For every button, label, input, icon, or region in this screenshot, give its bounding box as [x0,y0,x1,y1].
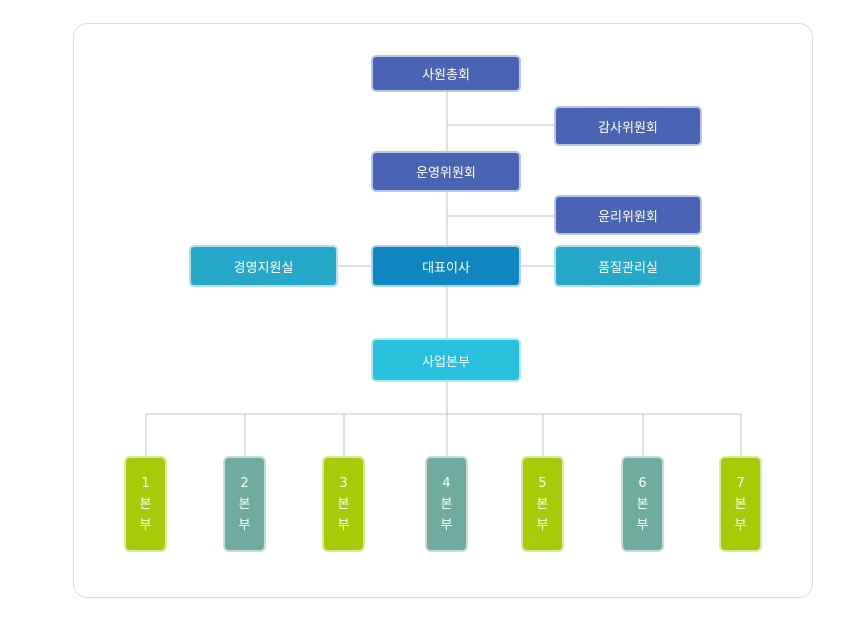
general-meeting-box: 사원총회 [371,55,521,92]
division-7: 7 본 부 [719,456,762,552]
division-number: 4 [442,475,451,491]
management-support-box: 경영지원실 [189,245,338,287]
general-meeting-label: 사원총회 [422,68,470,83]
management-support-label: 경영지원실 [233,260,294,276]
division-char-1: 본 [337,496,350,512]
quality-management-label: 품질관리실 [598,260,658,276]
operating-committee-label: 운영위원회 [416,166,476,181]
division-6: 6 본 부 [621,456,664,552]
division-char-1: 본 [139,496,152,512]
division-char-1: 본 [536,496,549,512]
division-char-2: 부 [337,517,350,533]
division-number: 2 [240,475,249,491]
division-2: 2 본 부 [223,456,266,552]
division-number: 6 [638,475,647,491]
ceo-box: 대표이사 [371,245,521,287]
division-char-2: 부 [536,517,549,533]
business-division-box: 사업본부 [371,338,521,382]
division-1: 1 본 부 [124,456,167,552]
ceo-label: 대표이사 [422,260,470,276]
ethics-committee-box: 윤리위원회 [554,195,702,235]
division-char-1: 본 [238,496,251,512]
division-char-2: 부 [636,517,649,533]
division-char-1: 본 [636,496,649,512]
division-3: 3 본 부 [322,456,365,552]
division-char-2: 부 [734,517,747,533]
division-char-2: 부 [440,517,453,533]
division-char-1: 본 [440,496,453,512]
ethics-committee-label: 윤리위원회 [598,209,658,225]
division-char-1: 본 [734,496,747,512]
audit-committee-label: 감사위원회 [598,120,658,136]
quality-management-box: 품질관리실 [554,245,702,287]
division-4: 4 본 부 [425,456,468,552]
division-5: 5 본 부 [521,456,564,552]
division-char-2: 부 [238,517,251,533]
division-number: 5 [538,475,547,491]
division-number: 3 [339,475,348,491]
operating-committee-box: 운영위원회 [371,151,521,192]
division-number: 7 [736,475,745,491]
division-number: 1 [141,475,150,491]
division-char-2: 부 [139,517,152,533]
audit-committee-box: 감사위원회 [554,106,702,146]
business-division-label: 사업본부 [422,354,470,370]
